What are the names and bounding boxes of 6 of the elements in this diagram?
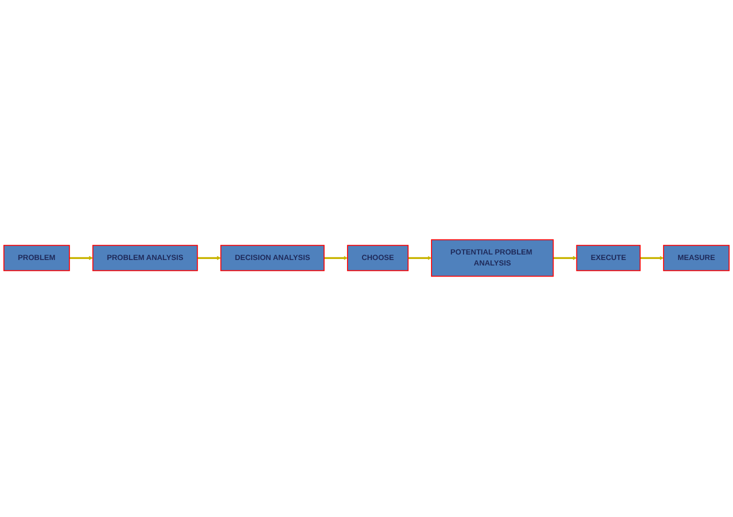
- arrow: [408, 256, 432, 261]
- arrow: [640, 256, 664, 261]
- arrow: [69, 256, 94, 261]
- arrow: [553, 256, 577, 261]
- arrow: [197, 256, 221, 261]
- arrow: [324, 256, 348, 261]
